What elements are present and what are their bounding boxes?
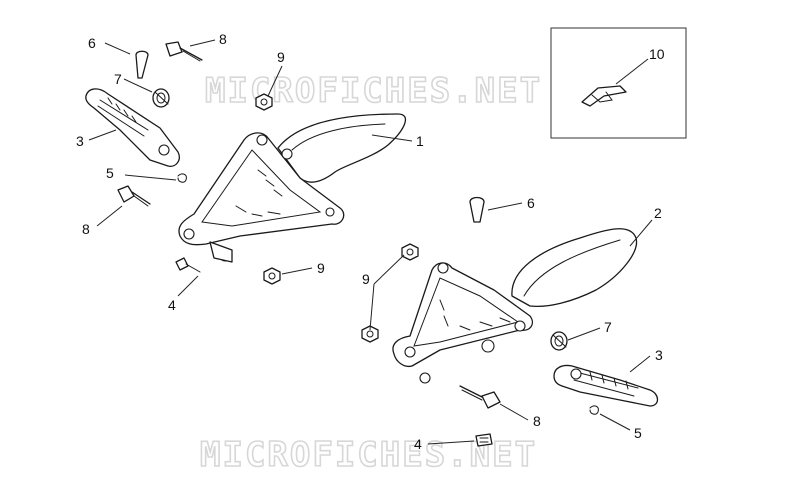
callout-2: 2 bbox=[654, 205, 662, 221]
callout-7-right: 7 bbox=[604, 319, 612, 335]
callout-9-top: 9 bbox=[277, 49, 285, 65]
part-8-bolt-top bbox=[165, 41, 203, 62]
callout-4-left: 4 bbox=[168, 297, 176, 313]
part-9-nut-top bbox=[255, 93, 273, 111]
part-10-clip bbox=[581, 85, 627, 107]
callout-4-right: 4 bbox=[414, 436, 422, 452]
part-4-screw-left bbox=[175, 257, 201, 273]
callout-7-left: 7 bbox=[114, 71, 122, 87]
part-9-nut-right-upper bbox=[401, 243, 419, 261]
part-7-spring-right bbox=[550, 331, 568, 351]
part-4-screw-right bbox=[475, 433, 493, 447]
part-3-footpeg-right bbox=[553, 364, 659, 407]
leader-lines bbox=[88, 39, 653, 445]
part-7-spring-left bbox=[152, 88, 170, 108]
part-8-bolt-right bbox=[459, 385, 501, 409]
part-8-bolt-left bbox=[117, 185, 151, 207]
callout-8-left: 8 bbox=[82, 221, 90, 237]
part-5-clip-left bbox=[177, 173, 187, 183]
callout-5-left: 5 bbox=[106, 165, 114, 181]
part-3-footpeg-left bbox=[85, 88, 180, 167]
part-6-pin-left bbox=[135, 50, 149, 79]
callout-6-left: 6 bbox=[88, 35, 96, 51]
callout-10: 10 bbox=[649, 46, 665, 62]
callout-5-right: 5 bbox=[634, 425, 642, 441]
part-6-pin-right bbox=[469, 196, 485, 223]
part-5-clip-right bbox=[589, 405, 599, 415]
callout-1: 1 bbox=[416, 133, 424, 149]
callout-9-mid: 9 bbox=[317, 260, 325, 276]
part-2-bracket bbox=[392, 228, 638, 384]
callouts: 6 8 7 9 3 1 5 8 9 4 6 2 9 7 3 8 5 4 10 bbox=[76, 31, 665, 452]
callout-6-right: 6 bbox=[527, 195, 535, 211]
callout-8-top: 8 bbox=[219, 31, 227, 47]
part-1-bracket bbox=[178, 113, 407, 263]
callout-8-right: 8 bbox=[533, 413, 541, 429]
inset-box bbox=[550, 27, 687, 139]
callout-3-right: 3 bbox=[655, 347, 663, 363]
callout-9-right: 9 bbox=[362, 271, 370, 287]
callout-3-left: 3 bbox=[76, 133, 84, 149]
part-9-nut-mid bbox=[263, 267, 281, 285]
